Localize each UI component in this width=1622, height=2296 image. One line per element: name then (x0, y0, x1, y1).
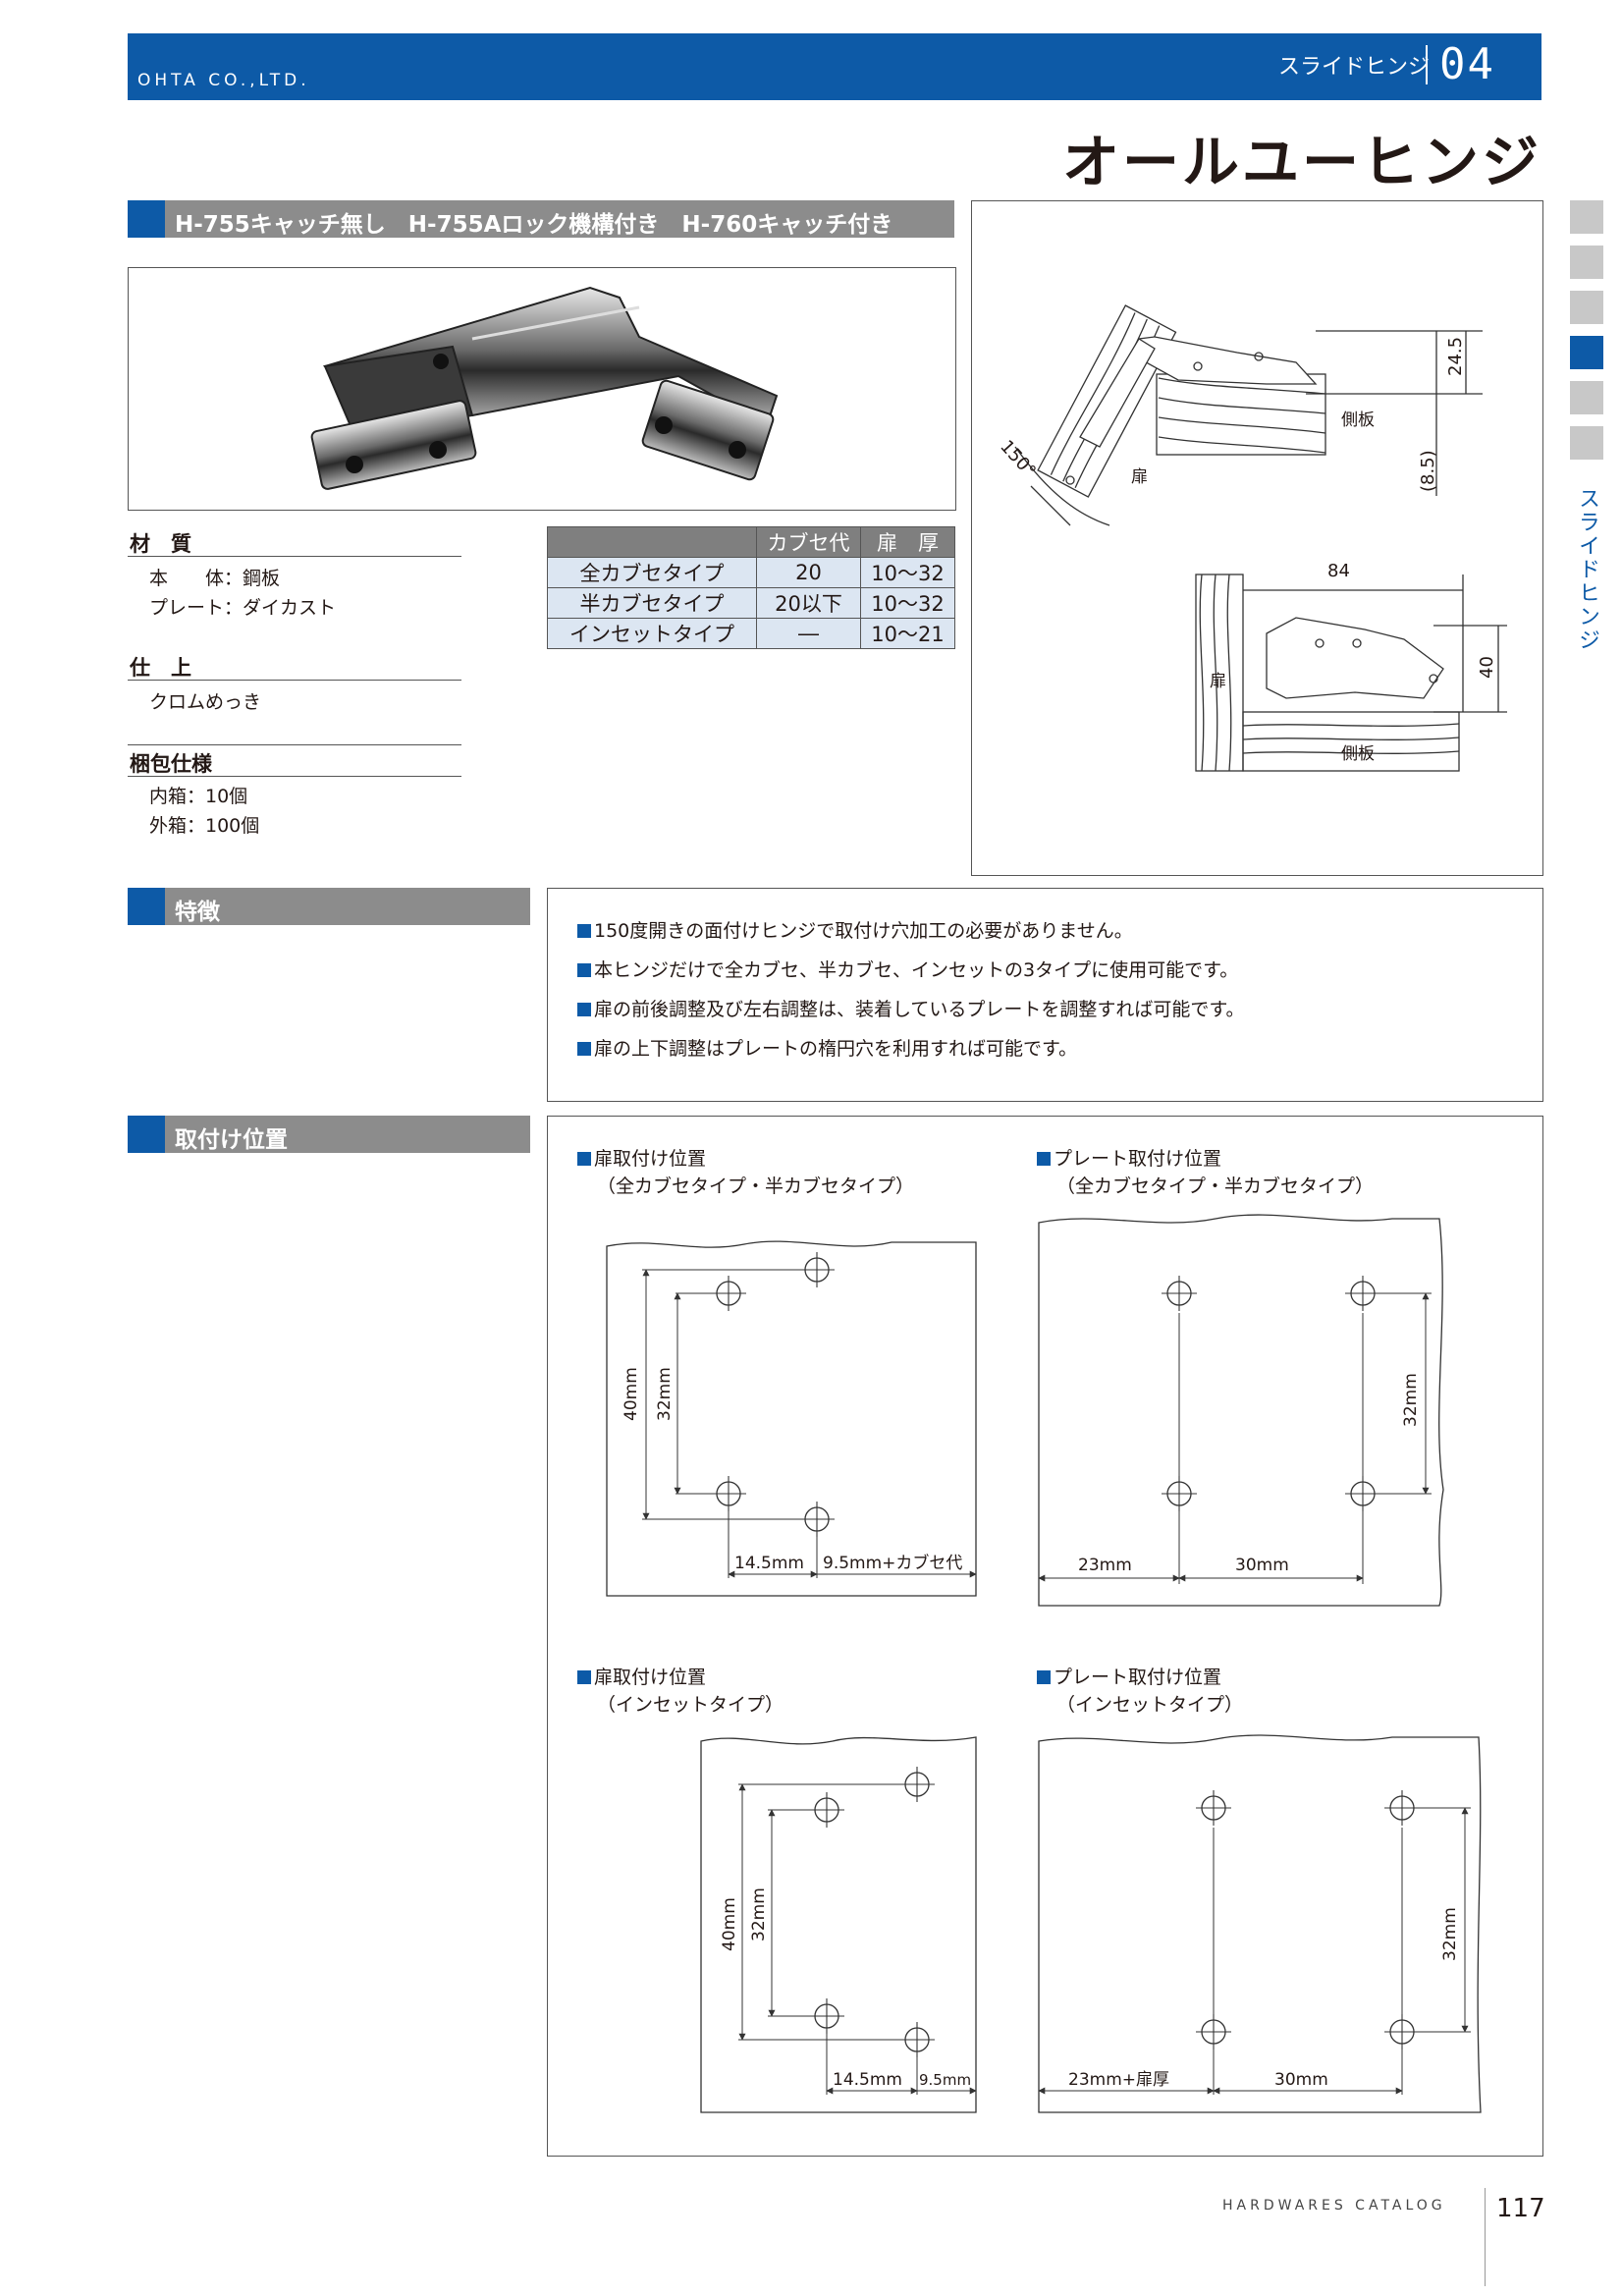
svg-text:32mm: 32mm (1440, 1907, 1460, 1961)
panel-4-title: プレート取付け位置 (1037, 1663, 1221, 1689)
panel-4-subtitle: （インセットタイプ） (1056, 1694, 1244, 1716)
door-label-top: 扉 (1131, 467, 1148, 487)
svg-text:23mm: 23mm (1078, 1556, 1132, 1575)
panel-3-title: 扉取付け位置 (577, 1663, 706, 1689)
model-bar: H-755キャッチ無し H-755Aロック機構付き H-760キャッチ付き (128, 200, 954, 238)
side-tab-6[interactable] (1570, 426, 1603, 460)
side-tab-5[interactable] (1570, 381, 1603, 414)
feature-item: 本ヒンジだけで全カブセ、半カブセ、インセットの3タイプに使用可能です。 (577, 956, 1238, 982)
footer-divider (1485, 2188, 1486, 2286)
side-panel-label-top: 側板 (1341, 410, 1375, 430)
svg-text:40mm: 40mm (622, 1367, 641, 1421)
footer-catalog: HARDWARES CATALOG (1222, 2198, 1446, 2214)
feature-item: 扉の前後調整及び左右調整は、装着しているプレートを調整すれば可能です。 (577, 995, 1245, 1021)
dim-40: 40 (1477, 656, 1497, 679)
svg-text:30mm: 30mm (1235, 1556, 1289, 1575)
page-title: オールユーヒンジ (1061, 129, 1541, 195)
category-number: 04 (1439, 39, 1495, 89)
angle-150: 150° (996, 436, 1040, 481)
features-bar: 特徴 (128, 888, 530, 925)
table-row: 全カブセタイプ 20 10〜32 (547, 557, 955, 588)
side-tab-2[interactable] (1570, 246, 1603, 279)
type-table: カブセ代 扉 厚 全カブセタイプ 20 10〜32 半カブセタイプ 20以下 1… (547, 526, 955, 649)
side-tab-4-active[interactable] (1570, 336, 1603, 369)
material-line-1: 本 体：鋼板 (149, 568, 281, 589)
svg-text:32mm: 32mm (655, 1367, 675, 1421)
packing-heading: 梱包仕様 (130, 752, 212, 776)
svg-text:9.5mm+カブセ代: 9.5mm+カブセ代 (823, 1553, 962, 1573)
features-box: 150度開きの面付けヒンジで取付け穴加工の必要がありません。 本ヒンジだけで全カ… (547, 888, 1543, 1102)
svg-text:14.5mm: 14.5mm (734, 1554, 804, 1573)
panel-2-title: プレート取付け位置 (1037, 1144, 1221, 1171)
panel-2-subtitle: （全カブセタイプ・半カブセタイプ） (1056, 1175, 1375, 1197)
side-nav-label: スライドヒンジ (1575, 487, 1599, 652)
hinge-dimension-drawing: 24.5 (8.5) 150° 扉 側板 84 40 扉 側板 (996, 304, 1507, 772)
packing-line-1: 内箱：10個 (149, 786, 248, 807)
material-line-2: プレート：ダイカスト (149, 597, 337, 619)
product-photo (128, 267, 956, 511)
mounting-drawings: 40mm 32mm 14.5mm 9.5mm+カブセ代 32mm 23mm 30… (606, 1214, 1482, 2113)
door-label-bottom: 扉 (1210, 672, 1226, 691)
packing-line-2: 外箱：100個 (149, 815, 260, 837)
panel-1-subtitle: （全カブセタイプ・半カブセタイプ） (597, 1175, 915, 1197)
dim-24-5: 24.5 (1445, 337, 1466, 376)
header-cover: カブセ代 (756, 526, 861, 558)
company-name: OHTA CO.,LTD. (137, 71, 310, 90)
mounting-heading: 取付け位置 (175, 1127, 288, 1153)
finish-line-1: クロムめっき (149, 691, 262, 713)
side-panel-label-bottom: 側板 (1341, 744, 1375, 764)
panel-3-subtitle: （インセットタイプ） (597, 1694, 784, 1716)
material-heading: 材 質 (130, 532, 191, 556)
feature-item: 扉の上下調整はプレートの楕円穴を利用すれば可能です。 (577, 1034, 1077, 1061)
panel-1-title: 扉取付け位置 (577, 1144, 706, 1171)
feature-item: 150度開きの面付けヒンジで取付け穴加工の必要がありません。 (577, 916, 1133, 943)
svg-text:23mm+扉厚: 23mm+扉厚 (1068, 2070, 1169, 2090)
svg-text:9.5mm: 9.5mm (919, 2071, 971, 2089)
hinge-illustration (310, 286, 779, 490)
table-row: インセットタイプ ― 10〜21 (547, 618, 955, 649)
mounting-box: 扉取付け位置 （全カブセタイプ・半カブセタイプ） プレート取付け位置 （全カブセ… (547, 1116, 1543, 2157)
features-heading: 特徴 (175, 900, 220, 925)
svg-text:30mm: 30mm (1274, 2070, 1328, 2090)
category-label: スライドヒンジ (1277, 55, 1430, 80)
header-thickness: 扉 厚 (860, 526, 955, 558)
finish-heading: 仕 上 (130, 656, 191, 680)
svg-text:14.5mm: 14.5mm (833, 2070, 902, 2090)
technical-diagram: 24.5 (8.5) 150° 扉 側板 84 40 扉 側板 (971, 200, 1543, 876)
category-divider (1426, 45, 1428, 84)
svg-text:32mm: 32mm (749, 1887, 769, 1941)
svg-text:32mm: 32mm (1401, 1373, 1421, 1427)
mounting-bar: 取付け位置 (128, 1116, 530, 1153)
table-row: 半カブセタイプ 20以下 10〜32 (547, 587, 955, 619)
dim-8-5: (8.5) (1418, 450, 1438, 492)
header-band (128, 33, 1541, 100)
page-number: 117 (1496, 2194, 1545, 2223)
dim-84: 84 (1327, 561, 1350, 581)
model-bar-text: H-755キャッチ無し H-755Aロック機構付き H-760キャッチ付き (175, 212, 893, 238)
svg-text:40mm: 40mm (720, 1897, 739, 1951)
side-tab-1[interactable] (1570, 200, 1603, 234)
side-tab-3[interactable] (1570, 291, 1603, 324)
